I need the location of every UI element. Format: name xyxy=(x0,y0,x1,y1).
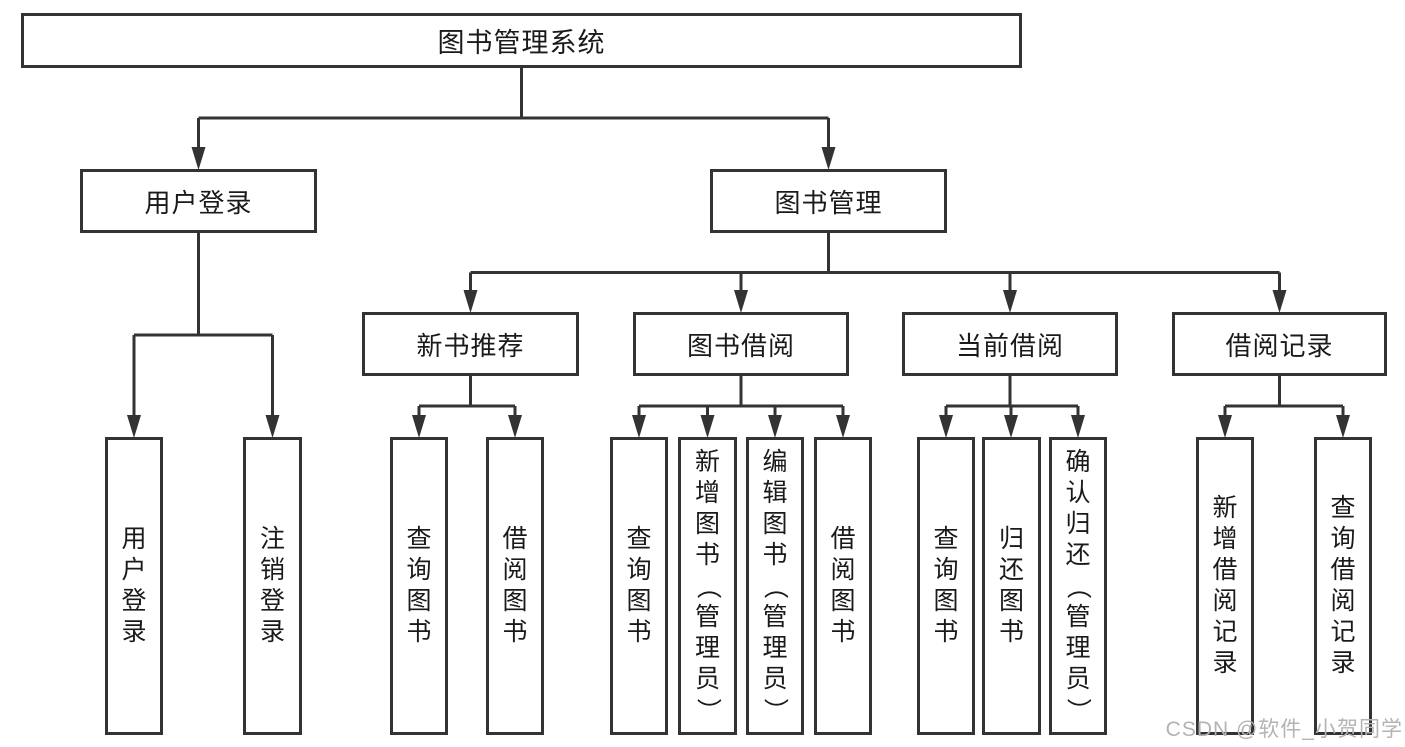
leaf-label: 查询图书 xyxy=(933,525,959,646)
leaf-label: 用户登录 xyxy=(121,525,147,646)
leaf-label: 查询图书 xyxy=(626,525,652,646)
node-label: 当前借阅 xyxy=(955,330,1064,361)
node-label: 新书推荐 xyxy=(416,330,525,361)
leaf-label: 编辑图书（管理员） xyxy=(761,447,790,723)
leaf-label: 借阅图书 xyxy=(830,525,856,646)
leaf-borrow-books: 借阅图书 xyxy=(814,437,872,735)
connector-borrow-records xyxy=(1223,376,1345,420)
arrowheads xyxy=(127,147,1350,438)
leaf-borrow-books-recommend: 借阅图书 xyxy=(486,437,544,735)
connector-root xyxy=(197,68,830,151)
leaf-label: 确认归还（管理员） xyxy=(1064,447,1093,723)
leaf-query-books-current: 查询图书 xyxy=(917,437,975,735)
leaf-label: 借阅图书 xyxy=(502,525,528,646)
connector-new-book-recommend xyxy=(417,376,517,420)
leaf-query-books-recommend: 查询图书 xyxy=(390,437,448,735)
node-label: 图书管理 xyxy=(774,187,883,218)
connector-current-borrow xyxy=(944,376,1080,420)
node-borrow-records: 借阅记录 xyxy=(1172,312,1387,376)
node-label: 借阅记录 xyxy=(1225,330,1334,361)
leaf-label: 注销登录 xyxy=(259,525,285,646)
node-current-borrow: 当前借阅 xyxy=(902,312,1118,376)
node-library-management-system: 图书管理系统 xyxy=(21,13,1022,68)
node-user-login: 用户登录 xyxy=(80,169,317,233)
connector-book-management xyxy=(469,233,1281,294)
node-book-management: 图书管理 xyxy=(710,169,947,233)
leaf-edit-books-admin: 编辑图书（管理员） xyxy=(746,437,804,735)
node-label: 用户登录 xyxy=(144,187,253,218)
leaf-return-books: 归还图书 xyxy=(982,437,1041,735)
leaf-label: 新增借阅记录 xyxy=(1212,494,1238,677)
leaf-logout: 注销登录 xyxy=(243,437,302,735)
leaf-confirm-return-admin: 确认归还（管理员） xyxy=(1049,437,1107,735)
connector-user-login xyxy=(132,233,274,420)
leaf-user-login: 用户登录 xyxy=(105,437,163,735)
leaf-query-borrow-record: 查询借阅记录 xyxy=(1314,437,1372,735)
leaf-label: 查询借阅记录 xyxy=(1330,494,1356,677)
leaf-label: 新增图书（管理员） xyxy=(693,447,722,723)
leaf-add-books-admin: 新增图书（管理员） xyxy=(678,437,737,735)
csdn-watermark: CSDN @软件_小贺同学 xyxy=(1165,718,1403,741)
connector-book-borrow xyxy=(637,376,845,420)
leaf-label: 归还图书 xyxy=(998,525,1024,646)
node-label: 图书借阅 xyxy=(686,330,795,361)
node-new-book-recommend: 新书推荐 xyxy=(362,312,579,376)
leaf-label: 查询图书 xyxy=(406,525,432,646)
leaf-add-borrow-record: 新增借阅记录 xyxy=(1196,437,1254,735)
node-label: 图书管理系统 xyxy=(437,28,606,58)
node-book-borrow: 图书借阅 xyxy=(633,312,849,376)
leaf-query-books-borrow: 查询图书 xyxy=(610,437,668,735)
